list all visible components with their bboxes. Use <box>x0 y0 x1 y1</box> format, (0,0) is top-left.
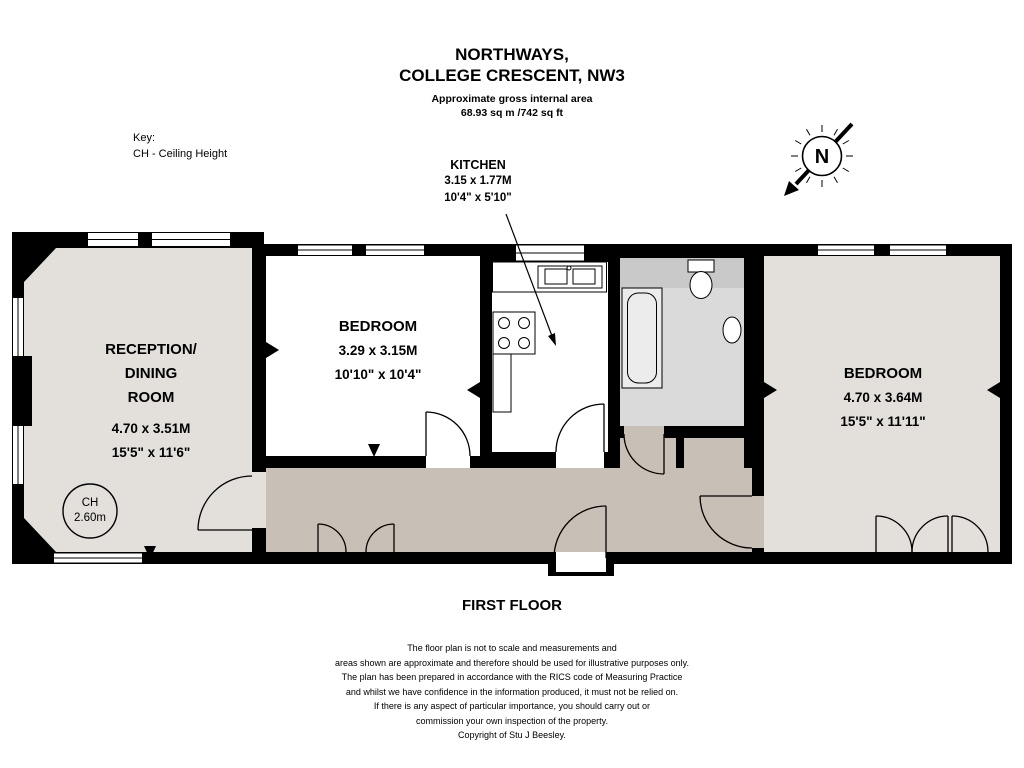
kitchen-pointer-arrow <box>505 213 556 346</box>
bathroom-door <box>623 433 665 475</box>
doors <box>197 403 989 559</box>
bedroom2-metric: 4.70 x 3.64M <box>843 390 923 405</box>
bedroom2-label: BEDROOM 4.70 x 3.64M 15'5" x 11'11" <box>790 362 976 434</box>
bathroom-top-band <box>620 258 744 288</box>
reception-floor <box>24 248 252 552</box>
reception-metric: 4.70 x 3.51M <box>111 421 191 436</box>
wall-markers <box>144 342 1000 559</box>
area-value: 68.93 sq m /742 sq ft <box>460 106 564 119</box>
disclaimer-line: areas shown are approximate and therefor… <box>334 657 690 668</box>
reception-label: RECEPTION/ DINING ROOM 4.70 x 3.51M 15'5… <box>58 338 244 465</box>
bedroom2-floor <box>764 256 1000 552</box>
north-arrow-head <box>784 181 799 196</box>
kitchen-name: KITCHEN <box>450 158 506 172</box>
bathroom-fixtures <box>621 259 742 389</box>
floor-label: FIRST FLOOR <box>462 597 562 614</box>
kitchen-metric: 3.15 x 1.77M <box>444 175 512 187</box>
compass-letter: N <box>815 146 829 168</box>
area-note: Approximate gross internal area <box>431 93 593 105</box>
reception-door <box>197 475 253 531</box>
interior-stubs <box>676 438 684 468</box>
bathtub-icon <box>621 287 663 389</box>
key-entry: CH - Ceiling Height <box>133 148 228 160</box>
page-title-line2: COLLEGE CRESCENT, NW3 <box>399 66 625 85</box>
ch-circle <box>62 483 118 539</box>
stove-icon <box>492 311 536 355</box>
corridor-floor <box>266 468 752 552</box>
page-title-line1: NORTHWAYS, <box>455 45 569 64</box>
disclaimer-line: If there is any aspect of particular imp… <box>373 701 651 711</box>
windows <box>13 233 946 563</box>
entry-door <box>553 505 607 559</box>
door-openings <box>252 426 764 572</box>
disclaimer-line: The plan has been prepared in accordance… <box>341 672 683 682</box>
bedroom1-door <box>425 411 471 457</box>
compass: N <box>784 122 854 196</box>
ch-label: CH <box>81 497 99 509</box>
bedroom1-imperial: 10'10" x 10'4" <box>334 367 422 382</box>
disclaimer: The floor plan is not to scale and measu… <box>0 641 1024 743</box>
bedroom2-wardrobe-doors <box>875 515 989 553</box>
disclaimer-line: commission your own inspection of the pr… <box>416 715 608 726</box>
reception-imperial: 15'5" x 11'6" <box>111 445 191 460</box>
key-legend: Key: CH - Ceiling Height <box>133 130 227 162</box>
kitchen-door <box>555 403 605 453</box>
bedroom1-label: BEDROOM 3.29 x 3.15M 10'10" x 10'4" <box>285 315 471 387</box>
ceiling-height-badge: CH 2.60m <box>62 496 118 525</box>
corridor-closet-doors <box>317 523 395 553</box>
compass-ticks <box>791 125 853 187</box>
kitchen-fixtures <box>492 261 607 413</box>
toilet-icon <box>687 259 715 273</box>
kitchen-imperial: 10'4" x 5'10" <box>444 192 512 204</box>
bedroom1-metric: 3.29 x 3.15M <box>338 343 418 358</box>
bedroom2-name: BEDROOM <box>843 365 923 382</box>
ch-value: 2.60m <box>74 511 106 524</box>
reception-name: RECEPTION/ DINING ROOM <box>105 341 197 406</box>
key-label: Key: <box>133 132 156 144</box>
header: NORTHWAYS, COLLEGE CRESCENT, NW3 Approxi… <box>0 44 1024 120</box>
bedroom2-imperial: 15'5" x 11'11" <box>840 414 926 429</box>
disclaimer-line: The floor plan is not to scale and measu… <box>407 643 617 653</box>
bedroom1-floor <box>266 256 480 456</box>
kitchen-callout: KITCHEN 3.15 x 1.77M 10'4" x 5'10" <box>395 157 561 207</box>
bedroom1-name: BEDROOM <box>338 318 418 335</box>
disclaimer-line: Copyright of Stu J Beesley. <box>458 730 566 740</box>
bedroom2-door <box>699 495 753 549</box>
kitchen-counter-left <box>492 353 512 413</box>
disclaimer-line: and whilst we have confidence in the inf… <box>345 686 679 697</box>
basin-icon <box>722 316 742 344</box>
